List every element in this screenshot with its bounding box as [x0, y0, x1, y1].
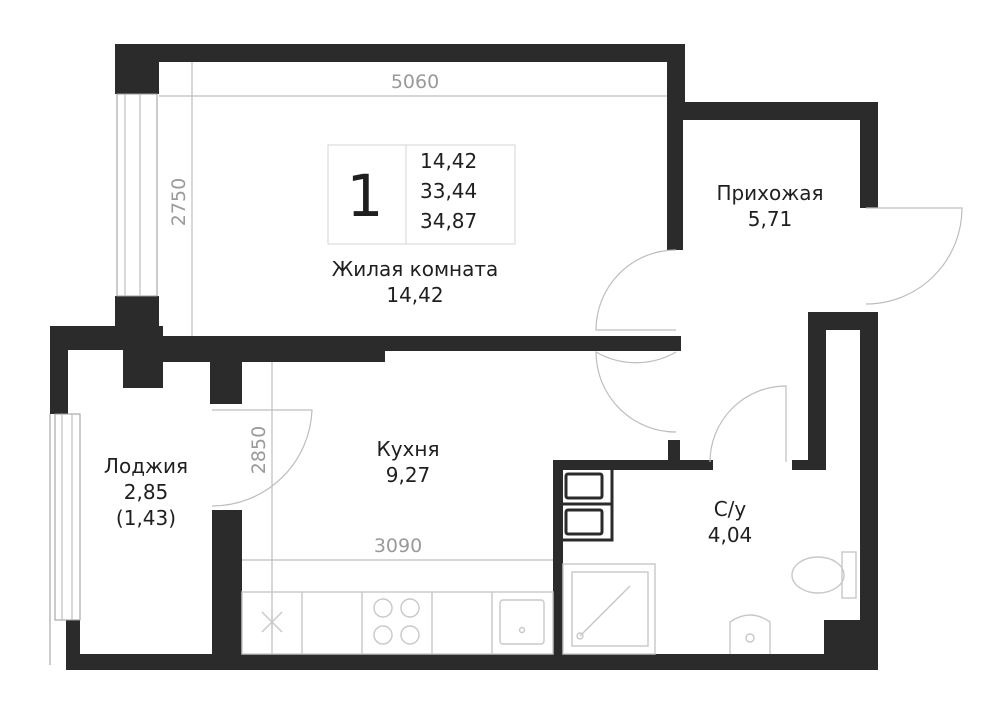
wall-living-hall — [667, 102, 683, 250]
washbasin-icon — [729, 614, 771, 654]
wall-loggia-left-bottom — [66, 620, 80, 670]
bathroom-fixtures — [554, 466, 857, 655]
dim-living-depth: 2750 — [168, 178, 190, 226]
total-area-loggia-value: 34,87 — [420, 209, 477, 233]
sink-icon — [499, 599, 545, 645]
door-entrance — [865, 207, 963, 305]
dim-kitchen-width: 3090 — [374, 535, 422, 557]
room-living-area: 14,42 — [386, 283, 443, 307]
living-area-value: 14,42 — [420, 149, 477, 173]
walls — [50, 44, 878, 670]
room-loggia-name: Лоджия — [104, 454, 188, 478]
summary-box: 1 14,42 33,44 34,87 — [327, 144, 516, 245]
doors — [211, 207, 963, 507]
shower-icon — [562, 563, 656, 655]
wall-bath-right — [860, 312, 878, 668]
summary-box-frame — [327, 144, 516, 245]
wall-top — [115, 44, 685, 62]
dim-living-width: 5060 — [391, 71, 439, 93]
door-kitchen — [595, 350, 677, 433]
wall-kitchen-bath — [553, 460, 563, 670]
kitchen-fixtures — [241, 591, 554, 655]
room-hall-name: Прихожая — [716, 181, 823, 205]
wall-hall-right-upper — [860, 102, 878, 208]
wall-living-bottom-right — [385, 336, 681, 351]
wall-living-bottom — [123, 336, 385, 362]
window-living — [116, 93, 158, 297]
room-loggia-area: 2,85 — [124, 480, 169, 504]
dim-kitchen-depth: 2850 — [248, 426, 270, 474]
wall-stub — [210, 362, 242, 404]
wall-loggia-left — [50, 326, 68, 414]
wall-bath-top-right — [792, 460, 826, 470]
room-kitchen-area: 9,27 — [386, 463, 431, 487]
room-kitchen-name: Кухня — [377, 437, 440, 461]
dimensions: 5060 2750 2850 3090 — [159, 62, 667, 654]
room-bathroom-area: 4,04 — [708, 523, 753, 547]
door-bathroom — [709, 385, 787, 463]
room-loggia-area-reduced: (1,43) — [116, 506, 176, 530]
stove-icon — [373, 598, 420, 645]
window-loggia — [54, 413, 81, 621]
door-loggia — [211, 409, 313, 507]
wall-shaft — [824, 620, 862, 658]
wall-bath-top-stub — [668, 440, 680, 470]
rooms-count: 1 — [347, 162, 384, 230]
wall-left-upper — [115, 44, 159, 94]
wall-living-right-top — [667, 44, 685, 102]
wall-kitchen-left — [212, 510, 242, 670]
room-bathroom-name: С/у — [714, 497, 747, 521]
room-labels: Жилая комната 14,42 Прихожая 5,71 Кухня … — [104, 181, 824, 547]
wall-bottom — [66, 654, 878, 670]
wall-hall-top — [667, 102, 878, 120]
door-living — [595, 249, 677, 331]
total-area-value: 33,44 — [420, 179, 477, 203]
toilet-icon — [791, 551, 857, 599]
fridge-icon — [261, 610, 283, 634]
wall-loggia-top — [50, 326, 163, 350]
room-living-name: Жилая комната — [332, 257, 499, 281]
room-hall-area: 5,71 — [748, 207, 793, 231]
windows — [49, 93, 158, 665]
kitchen-counter — [241, 591, 554, 655]
boiler-icon — [554, 466, 614, 542]
wall-bath-right-upper — [808, 312, 826, 464]
wall-bath-top — [553, 460, 713, 470]
